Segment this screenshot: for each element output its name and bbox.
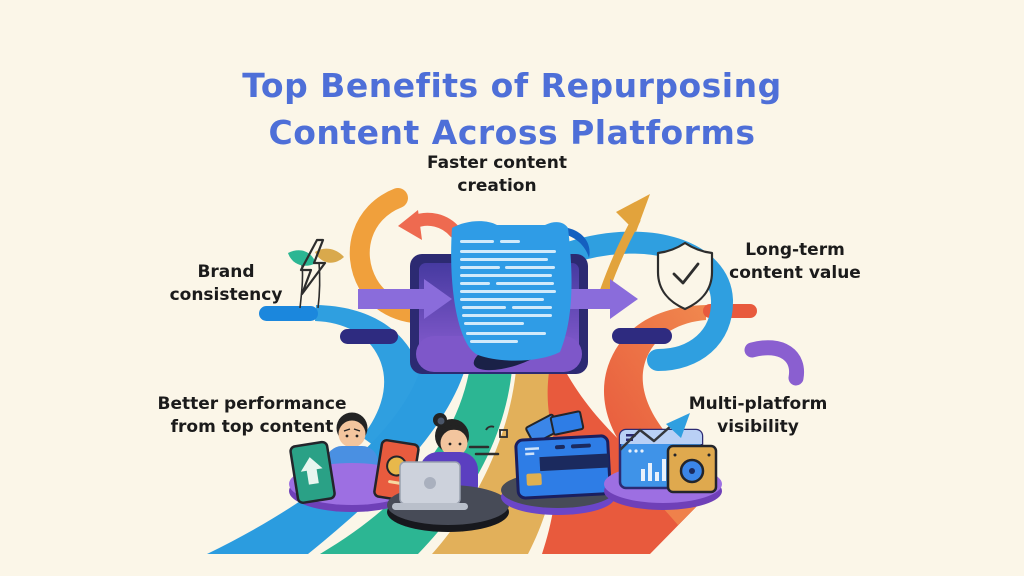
benefit-label-multi-platform-visibility: Multi-platform visibility [688,394,828,437]
monitor-with-scroll-illustration [358,221,638,374]
scroll-text-lines [460,240,556,343]
content-scroll-icon [451,221,590,361]
blue-wrap-ribbon [561,231,733,371]
purple-arrow-left-icon [358,279,452,319]
page-title: Top Benefits of Repurposing Content Acro… [0,62,1024,156]
benefit-label-better-performance: Better performance from top content [157,394,347,437]
page-title-line2: Content Across Platforms [268,113,756,153]
benefit-label-brand-consistency: Brand consistency [169,262,283,305]
ribbon-teal [320,352,513,554]
trend-zigzag-arrow-icon [619,413,690,451]
creator-at-laptop-illustration [387,413,509,532]
media-box-icon [666,444,718,494]
credit-card-icon [514,434,612,500]
purple-curl [744,340,805,386]
credit-card-illustration [501,410,615,515]
benefit-label-faster-content-creation: Faster content creation [427,153,567,196]
leaves-icon [288,248,344,309]
purple-arrow-right-icon [556,279,638,319]
multi-platform-illustration [604,413,722,510]
page-title-line1: Top Benefits of Repurposing [242,66,782,106]
flying-papers-icon [525,410,585,445]
benefit-label-long-term-content-value: Long-term content value [729,240,861,283]
upvote-card-icon [289,440,336,504]
shield-check-icon [656,241,714,311]
top-content-person-illustration [289,412,508,512]
gold-up-arrow-icon [599,194,650,297]
lightning-icon [299,238,327,296]
laptop-icon [392,461,468,510]
